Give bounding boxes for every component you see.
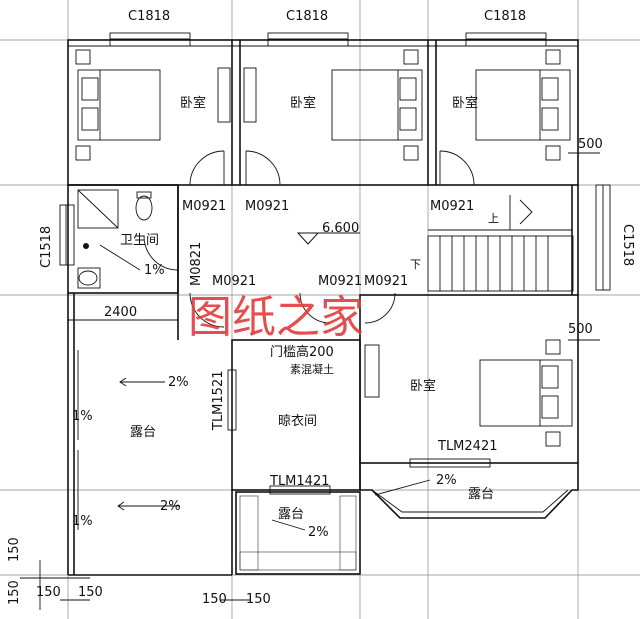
window-label-top-2: C1818 xyxy=(286,9,328,24)
bed-4 xyxy=(479,339,573,447)
window-label-left: C1518 xyxy=(39,226,54,268)
note-threshold: 门槛高200 xyxy=(270,344,334,360)
room-bedroom-1: 卧室 xyxy=(180,95,206,111)
bathroom-fixtures xyxy=(77,189,153,289)
top-windows xyxy=(109,32,547,47)
room-drying: 晾衣间 xyxy=(278,413,317,429)
door-label-7: M0821 xyxy=(189,242,204,286)
watermark: 图纸之家 xyxy=(188,292,364,343)
door-swings xyxy=(143,150,475,328)
window-label-top-1: C1818 xyxy=(128,9,170,24)
window-label-top-3: C1818 xyxy=(484,9,526,24)
wardrobes xyxy=(217,67,380,398)
stair-up-label: 上 xyxy=(488,212,499,225)
sliding-doors xyxy=(227,369,491,495)
dim-2400: 2400 xyxy=(104,305,137,320)
slope-terrace-6: 2% xyxy=(308,525,329,540)
slope-terrace-1: 2% xyxy=(168,375,189,390)
dim-150-bottom-4: 150 xyxy=(246,592,271,607)
slope-terrace-4: 2% xyxy=(160,499,181,514)
door-label-2: M0921 xyxy=(245,199,289,214)
note-concrete: 素混凝土 xyxy=(290,362,334,376)
bed-2 xyxy=(331,49,423,161)
door-label-4: M0921 xyxy=(212,274,256,289)
door-label-tlm2421: TLM2421 xyxy=(437,439,497,454)
room-terrace-small: 露台 xyxy=(278,507,304,522)
slope-bathroom: 1% xyxy=(144,263,165,278)
staircase xyxy=(427,195,574,292)
slope-terrace-2: 1% xyxy=(72,409,93,424)
walls xyxy=(67,39,579,576)
door-label-tlm1421: TLM1421 xyxy=(269,474,329,489)
stair-down-label: 下 xyxy=(410,258,421,271)
room-bedroom-4: 卧室 xyxy=(410,378,436,394)
dim-150-bottom-2: 150 xyxy=(78,585,103,600)
bed-1 xyxy=(75,49,161,161)
side-windows xyxy=(59,184,611,291)
room-bathroom: 卫生间 xyxy=(120,233,159,248)
room-terrace-left: 露台 xyxy=(130,425,156,440)
dimension-lines xyxy=(20,152,600,610)
dim-500-mid: 500 xyxy=(568,322,593,337)
dim-150-bottom-3: 150 xyxy=(202,592,227,607)
room-bedroom-3: 卧室 xyxy=(452,95,478,111)
dim-150-left-2: 150 xyxy=(7,580,22,605)
door-label-3: M0921 xyxy=(430,199,474,214)
dim-150-left-1: 150 xyxy=(7,537,22,562)
elevation-label: 6.600 xyxy=(322,221,359,236)
door-label-6: M0921 xyxy=(364,274,408,289)
door-label-5: M0921 xyxy=(318,274,362,289)
slope-terrace-5: 2% xyxy=(436,473,457,488)
room-terrace-right: 露台 xyxy=(468,487,494,502)
elevation-marker xyxy=(296,232,320,245)
slope-terrace-3: 1% xyxy=(72,514,93,529)
door-label-1: M0921 xyxy=(182,199,226,214)
slope-arrows xyxy=(77,244,431,531)
bed-3 xyxy=(475,49,571,161)
dim-150-bottom-1: 150 xyxy=(36,585,61,600)
door-label-tlm1521: TLM1521 xyxy=(211,371,226,431)
window-label-right: C1518 xyxy=(620,224,635,266)
room-bedroom-2: 卧室 xyxy=(290,95,316,111)
dim-500-top: 500 xyxy=(578,137,603,152)
